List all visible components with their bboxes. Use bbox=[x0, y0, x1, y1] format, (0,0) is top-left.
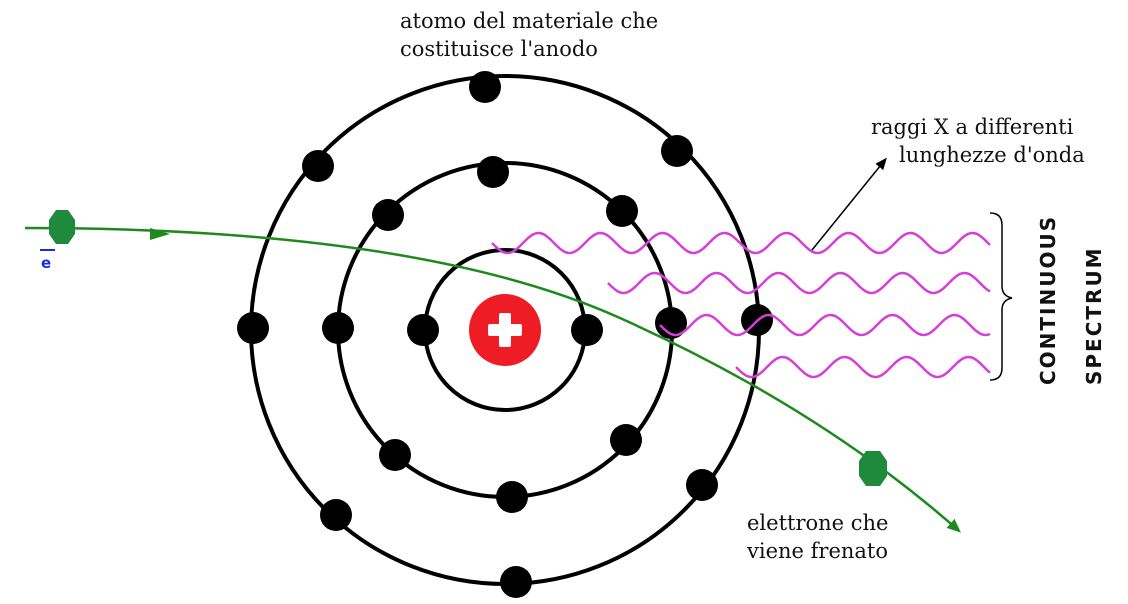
electron-label-line2: viene frenato bbox=[746, 539, 888, 563]
orbital-electron bbox=[610, 424, 642, 456]
xray-label-arrow bbox=[811, 157, 887, 251]
spectrum-brace bbox=[989, 212, 1013, 381]
atom-label-line2: costituisce l'anodo bbox=[400, 37, 598, 61]
electron-trajectory bbox=[24, 226, 961, 533]
spectrum-label-line2: SPECTRUM bbox=[1082, 246, 1106, 385]
orbital-electrons bbox=[237, 71, 773, 598]
orbital-electron bbox=[477, 156, 509, 188]
electron-symbol: e bbox=[41, 254, 51, 272]
atom-label-line1: atomo del materiale che bbox=[400, 9, 658, 33]
xray-wave bbox=[659, 313, 991, 337]
spectrum-label-line1: CONTINUOUS bbox=[1036, 215, 1060, 385]
green-circle-icon bbox=[49, 210, 75, 244]
orbital-electron bbox=[379, 439, 411, 471]
green-circle-icon bbox=[859, 451, 887, 486]
orbital-electron bbox=[322, 312, 354, 344]
incoming-electron: e bbox=[40, 210, 75, 272]
electron-label-line1: elettrone che bbox=[747, 511, 888, 535]
xray-wave bbox=[607, 271, 991, 295]
plus-sign-icon bbox=[488, 313, 522, 347]
orbital-electron bbox=[606, 195, 638, 227]
orbital-electron bbox=[496, 481, 528, 513]
xray-wave bbox=[491, 231, 991, 255]
orbital-electron bbox=[686, 469, 718, 501]
orbital-electron bbox=[302, 150, 334, 182]
nucleus bbox=[469, 294, 541, 366]
trajectory-arrowhead bbox=[150, 228, 170, 240]
orbital-electron bbox=[571, 314, 603, 346]
orbital-electron bbox=[655, 307, 687, 339]
xray-wave bbox=[735, 355, 991, 379]
orbital-electron bbox=[237, 312, 269, 344]
orbital-electron bbox=[372, 199, 404, 231]
orbital-electron bbox=[320, 499, 352, 531]
xray-waves bbox=[491, 231, 991, 379]
orbital-electron bbox=[661, 135, 693, 167]
xray-label-line1: raggi X a differenti bbox=[871, 115, 1074, 139]
xray-label-line2: lunghezze d'onda bbox=[899, 143, 1085, 167]
orbital-electron bbox=[407, 314, 439, 346]
orbital-electron bbox=[469, 71, 501, 103]
orbital-electron bbox=[500, 566, 532, 598]
